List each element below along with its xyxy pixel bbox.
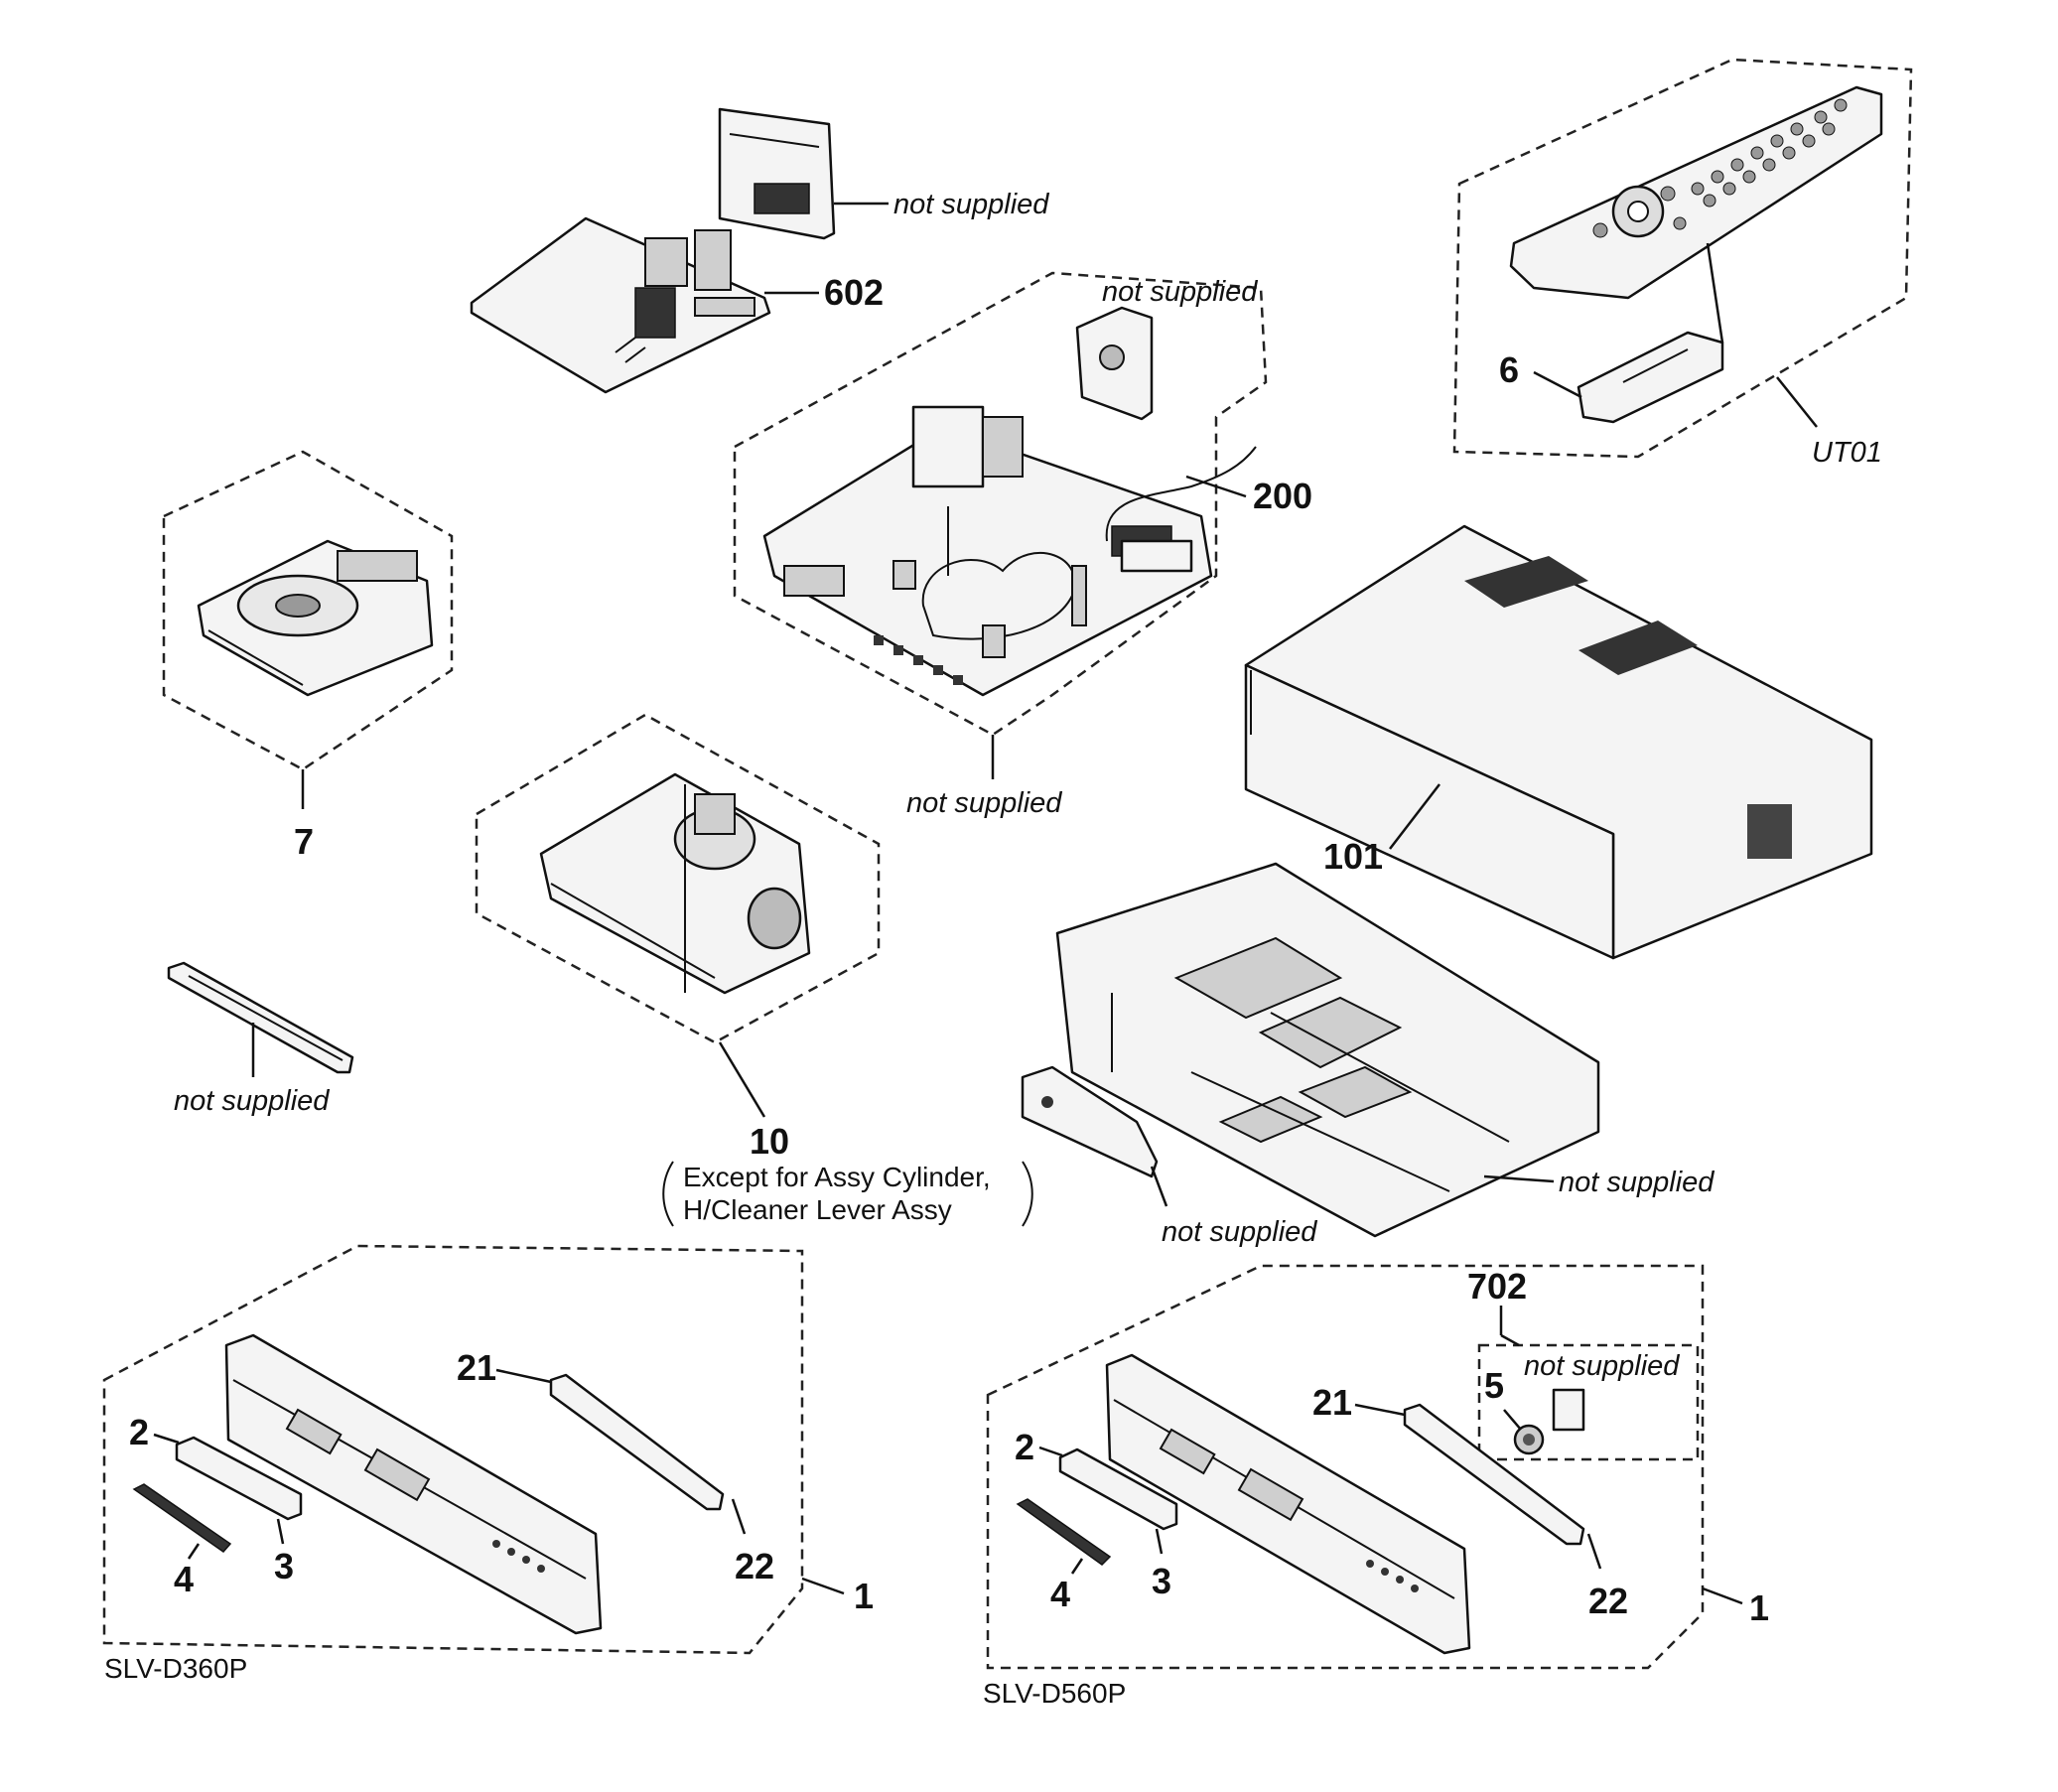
not-supplied-label: not supplied	[906, 787, 1062, 819]
bracket-illustration-top	[718, 107, 836, 240]
right-part-number-4: 4	[1050, 1574, 1070, 1614]
right-part-number-2: 2	[1015, 1427, 1034, 1467]
right-part-2-illustration	[1058, 1447, 1178, 1531]
front-panel-right-group: 702 not supplied 5 21 22 2 3 4 1 SLV-D56…	[983, 1264, 1769, 1709]
right-part-number-1: 1	[1749, 1587, 1769, 1628]
loader-7-dashed-outline	[162, 450, 454, 771]
part-number-602: 602	[824, 272, 884, 313]
right-panel-dashed-outline	[986, 1264, 1705, 1670]
main-board-dashed-outline	[733, 271, 1268, 737]
right-part-4-illustration	[1016, 1498, 1112, 1566]
model-label-left: SLV-D360P	[104, 1653, 247, 1684]
board-602-illustration	[470, 216, 771, 394]
part-10-note-line-1: Except for Assy Cylinder,	[683, 1162, 991, 1192]
cover-vent-icon	[1464, 556, 1588, 608]
side-bracket-group: not supplied	[167, 961, 354, 1117]
part-number-200: 200	[1253, 476, 1312, 516]
model-label-right: SLV-D560P	[983, 1678, 1126, 1709]
left-part-number-22: 22	[735, 1546, 774, 1586]
part-number-6: 6	[1499, 349, 1519, 390]
main-board-group: not supplied 200 not supplied	[733, 271, 1312, 819]
part-702-dashed-outline	[1477, 1343, 1700, 1461]
left-panel-dashed-outline	[102, 1244, 804, 1655]
dvd-loader-7-group: 7	[162, 450, 454, 862]
part-number-5: 5	[1484, 1365, 1504, 1406]
left-part-4-illustration	[132, 1483, 232, 1554]
right-part-number-21: 21	[1312, 1382, 1352, 1423]
not-supplied-label: not supplied	[1524, 1350, 1680, 1382]
part-number-7: 7	[294, 821, 314, 862]
battery-cover-illustration	[1577, 331, 1724, 424]
board-602-connector	[644, 237, 688, 287]
rear-panel-bracket-illustration	[1021, 1065, 1159, 1178]
left-part-2-illustration	[175, 1436, 303, 1521]
tape-mechanism-10-illustration	[539, 772, 811, 995]
chassis-group: not supplied not supplied	[1021, 862, 1715, 1248]
remote-dashed-outline	[1452, 58, 1913, 459]
part-number-ut01: UT01	[1812, 437, 1882, 469]
right-part-21-illustration	[1403, 1403, 1585, 1546]
left-part-number-1: 1	[854, 1576, 874, 1616]
mechanism-10-group: 10 Except for Assy Cylinder, H/Cleaner L…	[475, 713, 1033, 1227]
not-supplied-label: not supplied	[1102, 276, 1258, 308]
top-cover-101-group: 101	[1244, 524, 1873, 960]
not-supplied-label: not supplied	[1162, 1216, 1317, 1248]
not-supplied-label: not supplied	[893, 189, 1049, 220]
part-number-10: 10	[750, 1121, 789, 1162]
remote-buttons	[1592, 98, 1848, 238]
left-part-number-3: 3	[274, 1546, 294, 1586]
not-supplied-label: not supplied	[174, 1085, 330, 1117]
front-panel-left-group: 21 22 2 3 4 1 SLV-D360P	[102, 1244, 874, 1684]
left-part-number-2: 2	[129, 1412, 149, 1452]
remote-ut01-group: 6 UT01	[1452, 58, 1913, 469]
not-supplied-label: not supplied	[1559, 1167, 1715, 1198]
left-part-number-4: 4	[174, 1559, 194, 1599]
cover-vent-icon	[1578, 620, 1698, 675]
board-602-group: not supplied 602	[470, 107, 1049, 394]
part-number-702: 702	[1467, 1266, 1527, 1307]
part-10-note-line-2: H/Cleaner Lever Assy	[683, 1194, 952, 1225]
left-part-21-illustration	[549, 1373, 725, 1511]
part-number-101: 101	[1323, 836, 1383, 877]
right-part-number-3: 3	[1152, 1561, 1171, 1601]
right-part-number-22: 22	[1588, 1581, 1628, 1621]
left-part-number-21: 21	[457, 1347, 496, 1388]
